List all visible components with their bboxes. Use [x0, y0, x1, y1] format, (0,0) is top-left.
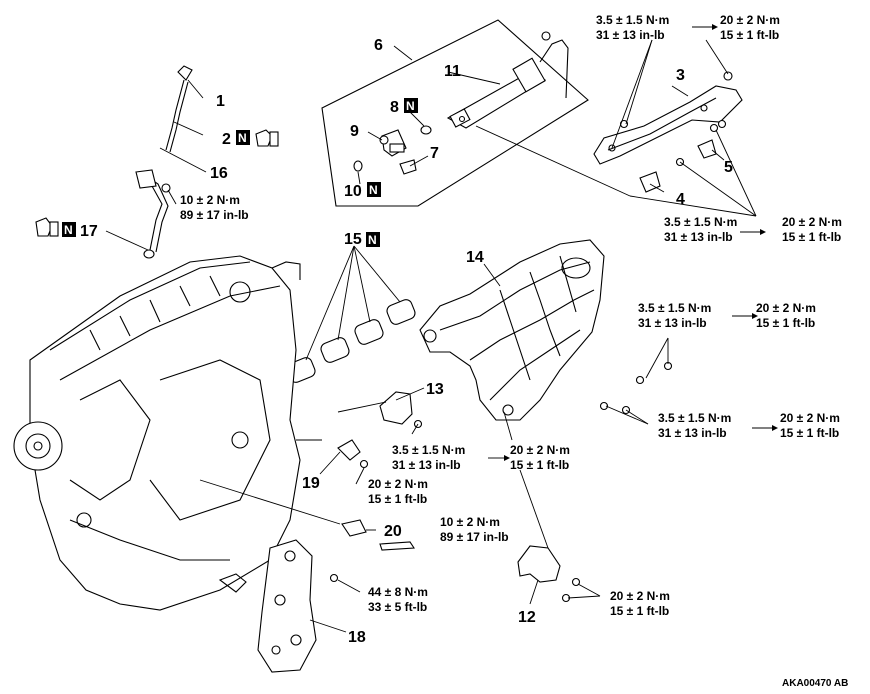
part-labels: 1 2 3 4 5 6 7 8 9 10 11 12 13 14 15 16 1…: [80, 37, 733, 646]
engine-mount-bracket: [257, 539, 339, 673]
svg-text:15 ± 1 ft-lb: 15 ± 1 ft-lb: [510, 458, 569, 472]
svg-text:N: N: [64, 223, 73, 237]
svg-text:31 ± 13 in-lb: 31 ± 13 in-lb: [664, 230, 733, 244]
svg-text:15 ± 1 ft-lb: 15 ± 1 ft-lb: [368, 492, 427, 506]
part-number: 8: [390, 99, 399, 116]
part-number: 7: [430, 145, 439, 162]
part-number: 9: [350, 123, 359, 140]
svg-text:44 ± 8 N·m: 44 ± 8 N·m: [368, 585, 428, 599]
svg-text:20 ± 2 N·m: 20 ± 2 N·m: [780, 411, 840, 425]
svg-text:3.5 ± 1.5 N·m: 3.5 ± 1.5 N·m: [596, 13, 669, 27]
sensor-19: [337, 439, 369, 469]
svg-text:N: N: [369, 183, 378, 197]
bracket-13: [379, 391, 423, 429]
o-ring: [420, 125, 432, 135]
svg-text:89 ± 17 in-lb: 89 ± 17 in-lb: [440, 530, 509, 544]
part-number: 13: [426, 381, 444, 398]
part-number: 19: [302, 475, 320, 492]
svg-text:31 ± 13 in-lb: 31 ± 13 in-lb: [596, 28, 665, 42]
intake-gaskets: [286, 299, 416, 383]
svg-text:N: N: [238, 131, 247, 145]
svg-text:15 ± 1 ft-lb: 15 ± 1 ft-lb: [782, 230, 841, 244]
fuel-rail: [446, 31, 569, 129]
part-number: 12: [518, 609, 536, 626]
sensor-20: [341, 519, 415, 551]
part-number: 17: [80, 223, 98, 240]
part-number: 10: [344, 183, 362, 200]
svg-text:89 ± 17 in-lb: 89 ± 17 in-lb: [180, 208, 249, 222]
svg-text:3.5 ± 1.5 N·m: 3.5 ± 1.5 N·m: [638, 301, 711, 315]
manifold-bolts: [599, 361, 673, 415]
engine-assembly: [13, 255, 301, 611]
svg-text:15 ± 1 ft-lb: 15 ± 1 ft-lb: [780, 426, 839, 440]
svg-text:N: N: [406, 99, 415, 113]
svg-text:20 ± 2 N·m: 20 ± 2 N·m: [720, 13, 780, 27]
injector: [379, 129, 407, 157]
svg-text:10 ± 2 N·m: 10 ± 2 N·m: [180, 193, 240, 207]
part-number: 4: [676, 191, 685, 208]
part-number: 15: [344, 231, 362, 248]
figure-reference: AKA00470 AB: [782, 678, 848, 689]
grommet: [353, 160, 363, 172]
svg-text:20 ± 2 N·m: 20 ± 2 N·m: [368, 477, 428, 491]
part-number: 18: [348, 629, 366, 646]
torque-specs: 3.5 ± 1.5 N·m 31 ± 13 in-lb 20 ± 2 N·m 1…: [180, 13, 842, 618]
lubricant-icons: [35, 129, 279, 237]
part-number: 20: [384, 523, 402, 540]
part-number: 2: [222, 131, 231, 148]
part-number: 5: [724, 159, 733, 176]
svg-text:20 ± 2 N·m: 20 ± 2 N·m: [610, 589, 670, 603]
part-number: 6: [374, 37, 383, 54]
part-number: 1: [216, 93, 225, 110]
new-part-marks: N N N N N: [62, 98, 418, 247]
injector-clip: [399, 159, 417, 175]
svg-text:31 ± 13 in-lb: 31 ± 13 in-lb: [638, 316, 707, 330]
svg-text:10 ± 2 N·m: 10 ± 2 N·m: [440, 515, 500, 529]
bracket-upper: [593, 71, 743, 193]
fuel-rail-group-frame: [321, 19, 589, 207]
oil-level-gauge: [135, 65, 193, 259]
leader-lines: [105, 24, 778, 633]
svg-text:3.5 ± 1.5 N·m: 3.5 ± 1.5 N·m: [658, 411, 731, 425]
svg-text:15 ± 1 ft-lb: 15 ± 1 ft-lb: [720, 28, 779, 42]
svg-text:20 ± 2 N·m: 20 ± 2 N·m: [510, 443, 570, 457]
svg-text:3.5 ± 1.5 N·m: 3.5 ± 1.5 N·m: [392, 443, 465, 457]
intake-manifold: [419, 239, 605, 421]
bracket-12: [517, 545, 581, 603]
svg-text:15 ± 1 ft-lb: 15 ± 1 ft-lb: [756, 316, 815, 330]
svg-text:31 ± 13 in-lb: 31 ± 13 in-lb: [658, 426, 727, 440]
part-number: 16: [210, 165, 228, 182]
svg-text:3.5 ± 1.5 N·m: 3.5 ± 1.5 N·m: [664, 215, 737, 229]
svg-text:31 ± 13 in-lb: 31 ± 13 in-lb: [392, 458, 461, 472]
svg-text:20 ± 2 N·m: 20 ± 2 N·m: [782, 215, 842, 229]
svg-text:20 ± 2 N·m: 20 ± 2 N·m: [756, 301, 816, 315]
svg-text:33 ± 5 ft-lb: 33 ± 5 ft-lb: [368, 600, 427, 614]
svg-text:N: N: [368, 233, 377, 247]
part-number: 3: [676, 67, 685, 84]
part-number: 14: [466, 249, 484, 266]
part-number: 11: [444, 63, 461, 80]
svg-text:15 ± 1 ft-lb: 15 ± 1 ft-lb: [610, 604, 669, 618]
